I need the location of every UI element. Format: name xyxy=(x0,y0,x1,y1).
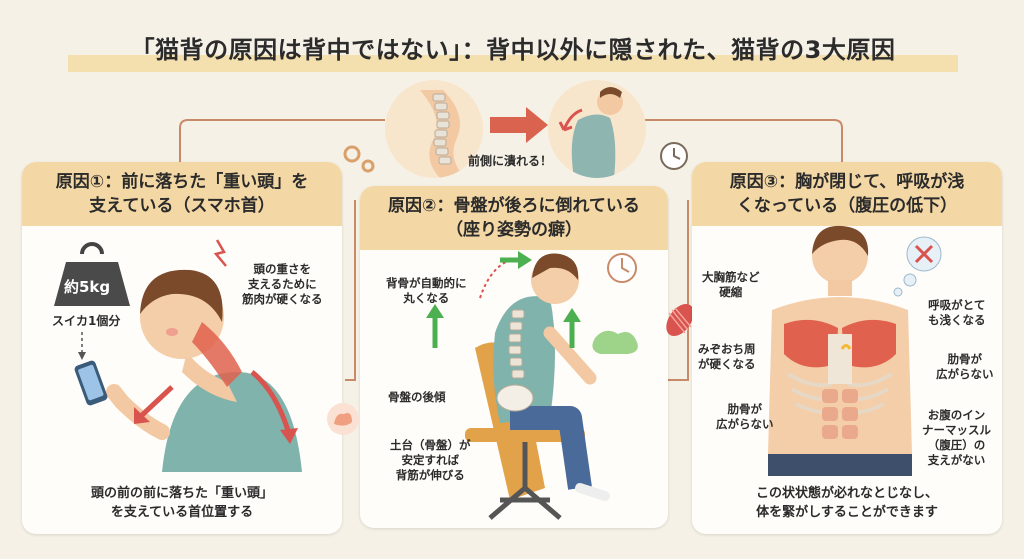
cause3-caption: この状状態が必れなとじなし、 体を緊がしすることができます xyxy=(755,486,938,520)
rib-right-label: 肋骨が 広がらない xyxy=(936,352,994,381)
seated-figure xyxy=(426,251,638,520)
pelvis-base-label: 土台（骨盤）が 安定すれば 背筋が伸びる xyxy=(390,438,471,482)
right-arrow-icon xyxy=(490,107,548,143)
pelvis-tilt-label: 骨盤の後傾 xyxy=(388,390,446,404)
cause3-heading: 原因③：胸が閉じて、呼吸が浅 くなっている（腹圧の低下） xyxy=(692,162,1002,226)
shallow-breath-label: 呼吸がとて も浅くなる xyxy=(928,298,986,327)
cause1-heading: 原因①：前に落ちた「重い頭」を 支えている（スマホ首） xyxy=(22,162,342,226)
pectoral-label: 大胸筋など 硬縮 xyxy=(702,270,760,299)
rib-left-label: 肋骨が 広がらない xyxy=(716,402,774,431)
gear-icon xyxy=(343,145,375,173)
weight-label: 約5kg xyxy=(64,278,111,296)
spine-rounding-label: 背骨が自動的に 丸くなる xyxy=(386,276,467,305)
slouched-figure-illustration xyxy=(548,80,646,178)
cause1-card: 原因①：前に落ちた「重い頭」を 支えている（スマホ首） 約5kg スイカ1個分 … xyxy=(22,162,342,534)
dashed-arrow xyxy=(78,332,86,360)
spine-straight-illustration xyxy=(385,80,483,178)
cause3-card: 原因③：胸が閉じて、呼吸が浅 くなっている（腹圧の低下） 大胸筋など 硬縮 xyxy=(692,162,1002,534)
watermelon-label: スイカ1個分 xyxy=(52,314,121,328)
arm-muscle-icon xyxy=(327,403,359,435)
clock-icon xyxy=(660,142,688,170)
abdominal-label: お腹のイン ナーマッスル （腹圧）の 支えがない xyxy=(922,408,991,467)
cause2-heading: 原因②：骨盤が後ろに倒れている （座り姿勢の癖） xyxy=(360,186,668,250)
torso-figure xyxy=(768,225,942,476)
weight-icon xyxy=(54,242,130,306)
smartphone-neck-figure xyxy=(74,239,302,472)
cause2-card: 原因②：骨盤が後ろに倒れている （座り姿勢の癖） 背 xyxy=(360,186,668,528)
page-title: 「猫背の原因は背中ではない」：背中以外に隠された、猫背の3大原因 xyxy=(68,30,958,72)
neck-muscle-note: 頭の重さを 支えるために 筋肉が硬くなる xyxy=(242,262,323,306)
forward-collapse-label: 前側に潰れる！ xyxy=(468,154,553,168)
solar-plexus-label: みぞおち周 が硬くなる xyxy=(698,342,756,371)
muscle-fiber-icon xyxy=(666,303,694,337)
cause1-caption: 頭の前の前に落ちた「重い頭」 を支えている首位置する xyxy=(90,486,273,520)
